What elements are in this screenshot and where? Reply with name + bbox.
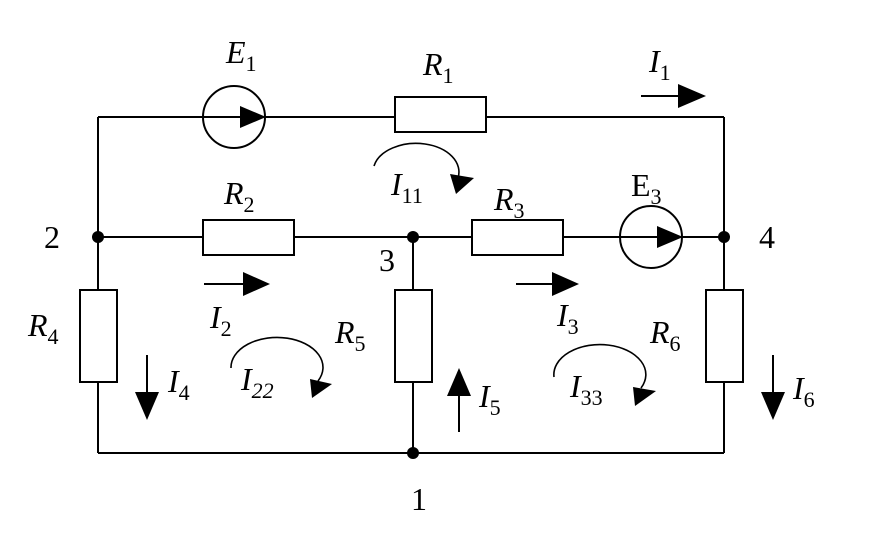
source-e1-arrowhead [240, 106, 266, 128]
label-i6: I6 [792, 370, 815, 412]
label-i22: I22 [240, 361, 274, 403]
resistor-r2 [202, 219, 295, 256]
node-3-dot [407, 231, 419, 243]
resistor-r1 [394, 96, 487, 133]
label-r5: R5 [334, 314, 366, 356]
arrow-i6 [761, 355, 785, 420]
label-i1: I1 [648, 43, 671, 85]
label-r3: R3 [493, 181, 525, 223]
label-node-4: 4 [759, 219, 775, 255]
label-i11: I11 [390, 166, 423, 208]
loop-arrows [230, 142, 656, 406]
label-r1: R1 [422, 46, 454, 88]
arrow-i5 [447, 368, 471, 432]
label-r4: R4 [27, 307, 59, 349]
source-e3 [619, 205, 683, 269]
arrow-i4 [135, 355, 159, 420]
node-1-dot [407, 447, 419, 459]
labels: E1 E3 R1 R2 R3 R4 R5 R6 I1 I2 [27, 34, 815, 517]
label-i2: I2 [209, 299, 232, 341]
source-e3-arrowhead [657, 226, 683, 248]
resistor-r5 [394, 289, 433, 383]
arrow-i1 [641, 84, 706, 108]
loop-arrow-i33 [553, 343, 656, 406]
label-r2: R2 [223, 175, 255, 217]
resistor-r3 [471, 219, 564, 256]
label-node-2: 2 [44, 219, 60, 255]
current-arrows [135, 84, 785, 432]
label-node-1: 1 [411, 481, 427, 517]
resistor-r6 [705, 289, 744, 383]
label-i33: I33 [569, 368, 603, 410]
source-e1 [202, 85, 266, 149]
label-i5: I5 [478, 378, 501, 420]
node-2-dot [92, 231, 104, 243]
resistors [79, 96, 744, 383]
node-4-dot [718, 231, 730, 243]
label-i4: I4 [167, 363, 190, 405]
label-r6: R6 [649, 314, 681, 356]
loop-arrow-i22 [230, 336, 332, 398]
loop-arrow-i11 [373, 142, 474, 194]
arrow-i2 [204, 272, 270, 296]
nodes [92, 231, 730, 459]
resistor-r4 [79, 289, 118, 383]
label-e3: E3 [631, 167, 662, 209]
label-i3: I3 [556, 297, 579, 339]
arrow-i3 [516, 272, 579, 296]
label-e1: E1 [225, 34, 257, 76]
label-node-3: 3 [379, 242, 395, 278]
